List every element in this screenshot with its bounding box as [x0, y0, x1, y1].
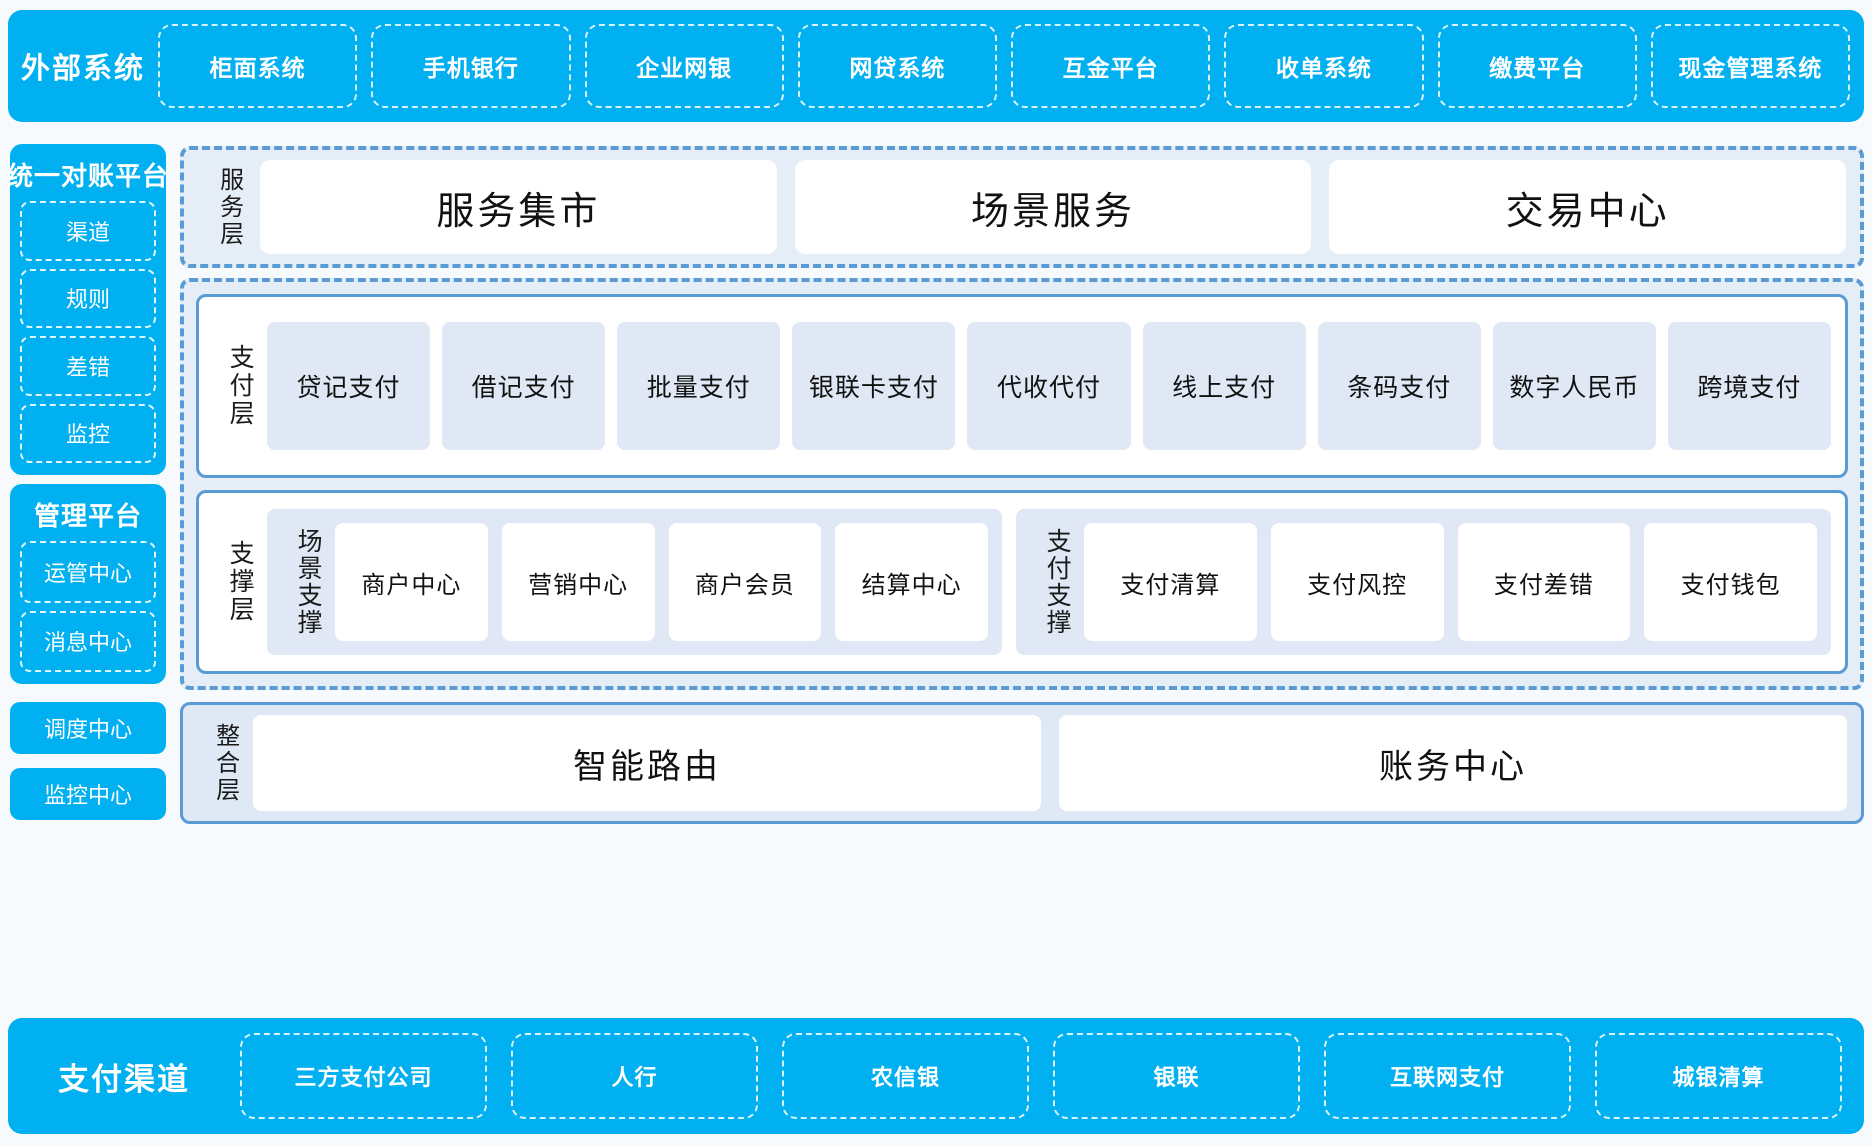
payment-channel-item[interactable]: 城银清算	[1595, 1033, 1842, 1119]
sidebar-recon-platform[interactable]: 统一对账平台 渠道 规则 差错 监控	[7, 144, 170, 475]
external-system-item[interactable]: 现金管理系统	[1650, 24, 1850, 108]
service-layer-list: 服务集市 场景服务 交易中心	[260, 160, 1847, 254]
sidebar-recon-item-channel[interactable]: 渠道	[20, 201, 156, 261]
sidebar-mgmt-platform[interactable]: 管理平台 运管中心 消息中心	[10, 484, 166, 684]
support-card-settlement-center[interactable]: 结算中心	[835, 523, 988, 641]
external-system-item[interactable]: 网贷系统	[797, 24, 997, 108]
payment-card-debit[interactable]: 借记支付	[442, 322, 606, 450]
service-card-transaction[interactable]: 交易中心	[1329, 160, 1847, 254]
service-layer-container: 服务层 服务集市 场景服务 交易中心	[180, 146, 1864, 268]
support-group-payment: 支付支撑 支付清算 支付风控 支付差错 支付钱包	[1016, 509, 1831, 655]
payment-layer-list: 贷记支付 借记支付 批量支付 银联卡支付 代收代付 线上支付 条码支付 数字人民…	[267, 297, 1831, 475]
external-system-item[interactable]: 互金平台	[1011, 24, 1211, 108]
support-group-scene-label: 场景支撑	[294, 528, 323, 636]
external-system-item[interactable]: 企业网银	[584, 24, 784, 108]
integration-layer-label: 整合层	[211, 722, 239, 804]
sidebar-dispatch-center[interactable]: 调度中心	[10, 702, 166, 754]
payment-channel-item[interactable]: 互联网支付	[1324, 1033, 1571, 1119]
service-layer-label: 服务层	[215, 166, 243, 248]
payment-channel-item[interactable]: 农信银	[782, 1033, 1029, 1119]
payment-card-digital-rmb[interactable]: 数字人民币	[1492, 322, 1656, 450]
sidebar-mgmt-platform-title: 管理平台	[33, 501, 142, 531]
service-card-market[interactable]: 服务集市	[260, 160, 777, 254]
external-systems-list: 柜面系统 手机银行 企业网银 网贷系统 互金平台 收单系统 缴费平台 现金管理系…	[158, 24, 1850, 108]
support-card-merchant-center[interactable]: 商户中心	[335, 523, 488, 641]
support-card-payment-error[interactable]: 支付差错	[1457, 523, 1631, 641]
integration-card-smart-routing[interactable]: 智能路由	[253, 715, 1041, 811]
sidebar-monitor-center[interactable]: 监控中心	[10, 768, 166, 820]
payment-layer-panel: 支付层 贷记支付 借记支付 批量支付 银联卡支付 代收代付 线上支付 条码支付 …	[196, 294, 1848, 478]
payment-channel-item[interactable]: 人行	[511, 1033, 758, 1119]
payment-channels-list: 三方支付公司 人行 农信银 银联 互联网支付 城银清算	[240, 1033, 1842, 1119]
external-systems-title: 外部系统	[20, 53, 145, 85]
support-group-scene: 场景支撑 商户中心 营销中心 商户会员 结算中心	[267, 509, 1002, 655]
support-card-merchant-member[interactable]: 商户会员	[668, 523, 822, 641]
support-card-payment-clearing[interactable]: 支付清算	[1084, 523, 1257, 641]
sidebar-mgmt-item-message[interactable]: 消息中心	[20, 610, 156, 672]
integration-layer-panel: 整合层 智能路由 账务中心	[180, 702, 1864, 824]
support-card-payment-wallet[interactable]: 支付钱包	[1644, 523, 1817, 641]
support-group-payment-list: 支付清算 支付风控 支付差错 支付钱包	[1084, 523, 1817, 641]
payment-card-unionpay[interactable]: 银联卡支付	[792, 322, 956, 450]
sidebar-recon-item-error[interactable]: 差错	[20, 336, 156, 396]
support-layer-label: 支撑层	[226, 540, 255, 624]
sidebar-recon-item-rule[interactable]: 规则	[20, 268, 156, 328]
external-systems-band: 外部系统 柜面系统 手机银行 企业网银 网贷系统 互金平台 收单系统 缴费平台 …	[8, 10, 1864, 122]
payment-card-collection[interactable]: 代收代付	[967, 322, 1131, 450]
service-card-scene[interactable]: 场景服务	[794, 160, 1312, 254]
sidebar-mgmt-item-ops[interactable]: 运管中心	[20, 541, 156, 603]
sidebar-recon-item-monitor[interactable]: 监控	[20, 403, 156, 463]
external-system-item[interactable]: 缴费平台	[1437, 24, 1637, 108]
payment-card-batch[interactable]: 批量支付	[617, 322, 781, 450]
sidebar-recon-platform-title: 统一对账平台	[7, 161, 170, 191]
support-card-marketing-center[interactable]: 营销中心	[501, 523, 655, 641]
support-card-payment-riskcontrol[interactable]: 支付风控	[1270, 523, 1444, 641]
support-layer-groups: 场景支撑 商户中心 营销中心 商户会员 结算中心 支付支撑 支付清算 支付风控 …	[267, 493, 1831, 671]
payment-card-online[interactable]: 线上支付	[1142, 322, 1306, 450]
integration-card-accounting-center[interactable]: 账务中心	[1059, 715, 1847, 811]
integration-layer-list: 智能路由 账务中心	[253, 715, 1847, 811]
external-system-item[interactable]: 手机银行	[371, 24, 571, 108]
payment-card-credit[interactable]: 贷记支付	[267, 322, 431, 450]
payment-card-barcode[interactable]: 条码支付	[1317, 322, 1481, 450]
payment-card-crossborder[interactable]: 跨境支付	[1667, 322, 1831, 450]
support-layer-panel: 支撑层 场景支撑 商户中心 营销中心 商户会员 结算中心 支付支撑 支付清算	[196, 490, 1848, 674]
external-system-item[interactable]: 柜面系统	[158, 24, 358, 108]
payment-channels-band: 支付渠道 三方支付公司 人行 农信银 银联 互联网支付 城银清算	[8, 1018, 1864, 1134]
payment-layer-label: 支付层	[226, 344, 255, 428]
support-group-payment-label: 支付支撑	[1043, 528, 1072, 636]
payment-channel-item[interactable]: 银联	[1053, 1033, 1300, 1119]
payment-channels-title: 支付渠道	[58, 1061, 190, 1097]
external-system-item[interactable]: 收单系统	[1224, 24, 1424, 108]
support-group-scene-list: 商户中心 营销中心 商户会员 结算中心	[335, 523, 988, 641]
payment-channel-item[interactable]: 三方支付公司	[240, 1033, 487, 1119]
